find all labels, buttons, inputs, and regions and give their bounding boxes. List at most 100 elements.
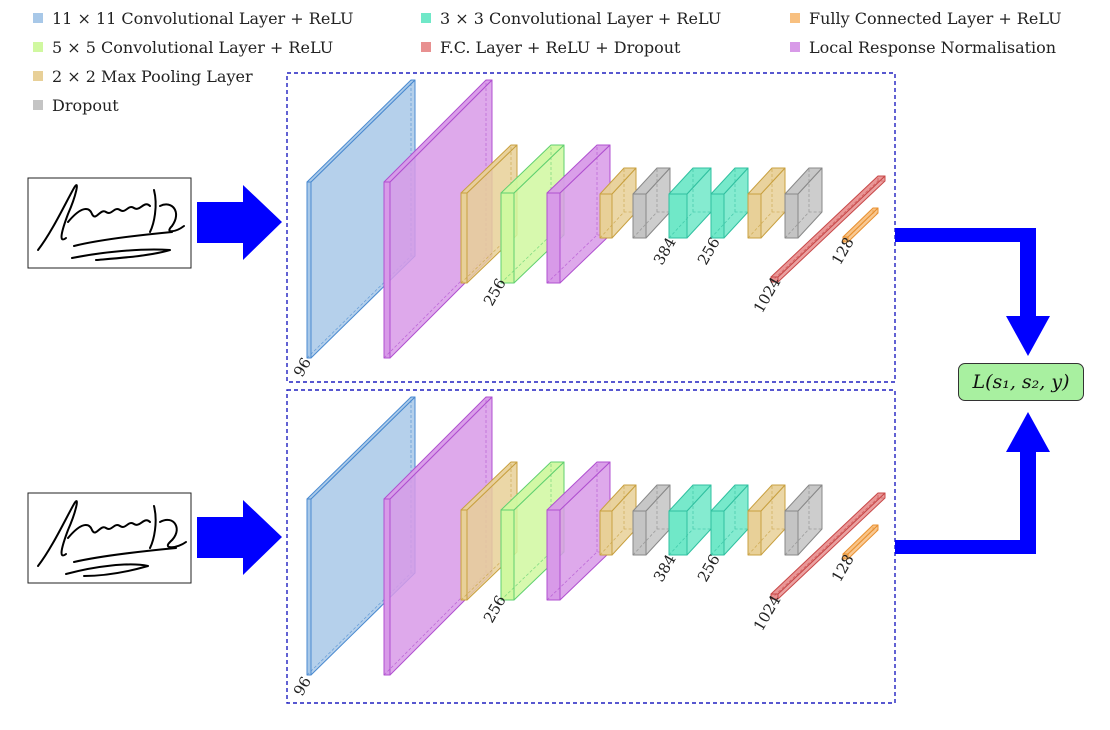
layer-hidden-edges — [747, 485, 785, 556]
layer-hidden-edges — [668, 168, 711, 239]
label-1024: 1024 — [750, 274, 785, 316]
branch-bottom — [306, 396, 886, 676]
label-384: 384 — [650, 234, 680, 268]
layer-pool-10 — [747, 167, 786, 239]
legend-swatch — [421, 42, 431, 52]
legend-item-conv5: 5 × 5 Convolutional Layer + ReLU — [33, 37, 333, 57]
layer-front-face — [632, 510, 647, 556]
layer-hidden-edges — [842, 208, 878, 243]
signature-input-bottom — [27, 492, 192, 584]
layer-front-face — [500, 192, 515, 284]
output-arrow-bottom — [895, 412, 1050, 554]
layer-pool-3 — [460, 144, 518, 284]
loss-function-box: L(s₁, s₂, y) — [958, 363, 1084, 401]
legend-swatch — [421, 13, 431, 23]
legend-swatch — [33, 13, 43, 23]
layer-hidden-edges — [747, 168, 785, 239]
branch-top — [306, 79, 886, 359]
signature-input-top — [27, 177, 192, 269]
legend-label: 11 × 11 Convolutional Layer + ReLU — [52, 8, 354, 28]
layer-fcd-12 — [770, 492, 886, 600]
layer-front-face — [306, 498, 312, 676]
layer-front-face — [546, 192, 561, 284]
layer-drop-7 — [632, 484, 671, 556]
layer-front-face — [306, 181, 312, 359]
layer-lrn-5 — [546, 144, 611, 284]
input-arrow-bottom — [197, 500, 282, 575]
layer-hidden-edges — [710, 485, 748, 556]
legend-item-dropout: Dropout — [33, 95, 119, 115]
label-96: 96 — [290, 673, 315, 699]
layer-drop-11 — [784, 167, 823, 239]
input-arrow-top — [197, 185, 282, 260]
layer-front-face — [599, 510, 613, 556]
layer-hidden-edges — [842, 525, 878, 560]
layer-hidden-edges — [632, 168, 670, 239]
legend-label: F.C. Layer + ReLU + Dropout — [440, 37, 681, 57]
branch-box-top — [286, 72, 896, 383]
layer-conv3-9 — [710, 167, 749, 239]
legend-swatch — [790, 13, 800, 23]
layer-hidden-edges — [770, 176, 885, 283]
label-384: 384 — [650, 551, 680, 585]
legend-item-maxpool: 2 × 2 Max Pooling Layer — [33, 66, 253, 86]
layer-conv3-8 — [668, 167, 712, 239]
legend-item-lrn: Local Response Normalisation — [790, 37, 1056, 57]
layer-hidden-edges — [668, 485, 711, 556]
layer-front-face — [747, 193, 762, 239]
label-256: 256 — [694, 234, 724, 268]
layer-pool-10 — [747, 484, 786, 556]
layer-lrn-2 — [383, 396, 493, 676]
layer-front-face — [599, 193, 613, 239]
legend-label: Fully Connected Layer + ReLU — [809, 8, 1062, 28]
label-128: 128 — [828, 234, 858, 268]
layer-front-face — [460, 192, 468, 284]
label-128: 128 — [828, 551, 858, 585]
layer-drop-11 — [784, 484, 823, 556]
layer-conv5-4 — [500, 144, 565, 284]
legend-item-fc-dropout: F.C. Layer + ReLU + Dropout — [421, 37, 680, 57]
layer-front-face — [668, 510, 688, 556]
layer-front-face — [632, 193, 647, 239]
layer-lrn-2 — [383, 79, 493, 359]
loss-label: L(s₁, s₂, y) — [972, 371, 1070, 393]
legend-swatch — [790, 42, 800, 52]
layer-conv3-9 — [710, 484, 749, 556]
legend-item-conv11: 11 × 11 Convolutional Layer + ReLU — [33, 8, 354, 28]
layer-front-face — [747, 510, 762, 556]
layer-hidden-edges — [784, 485, 822, 556]
legend-label: Dropout — [52, 95, 119, 115]
label-256: 256 — [694, 551, 724, 585]
legend-label: 5 × 5 Convolutional Layer + ReLU — [52, 37, 334, 57]
layer-front-face — [460, 509, 468, 601]
layer-hidden-edges — [784, 168, 822, 239]
legend-label: Local Response Normalisation — [809, 37, 1057, 57]
layer-hidden-edges — [599, 485, 636, 556]
layer-fcd-12 — [770, 175, 886, 283]
layer-pool-6 — [599, 484, 637, 556]
legend-label: 3 × 3 Convolutional Layer + ReLU — [440, 8, 722, 28]
legend-item-conv3: 3 × 3 Convolutional Layer + ReLU — [421, 8, 721, 28]
layer-hidden-edges — [632, 485, 670, 556]
layer-front-face — [383, 498, 391, 676]
layer-front-face — [710, 193, 725, 239]
layer-hidden-edges — [770, 493, 885, 600]
layer-front-face — [784, 193, 799, 239]
layer-pool-6 — [599, 167, 637, 239]
layer-front-face — [546, 509, 561, 601]
layer-hidden-edges — [599, 168, 636, 239]
label-1024: 1024 — [750, 592, 785, 634]
legend-item-fc: Fully Connected Layer + ReLU — [790, 8, 1062, 28]
layer-front-face — [668, 193, 688, 239]
layer-front-face — [784, 510, 799, 556]
legend-swatch — [33, 71, 43, 81]
legend-swatch — [33, 42, 43, 52]
layer-lrn-5 — [546, 461, 611, 601]
layer-drop-7 — [632, 167, 671, 239]
layer-front-face — [383, 181, 391, 359]
legend-label: 2 × 2 Max Pooling Layer — [52, 66, 253, 86]
layer-pool-3 — [460, 461, 518, 601]
layer-conv3-8 — [668, 484, 712, 556]
output-arrow-top — [895, 228, 1050, 356]
